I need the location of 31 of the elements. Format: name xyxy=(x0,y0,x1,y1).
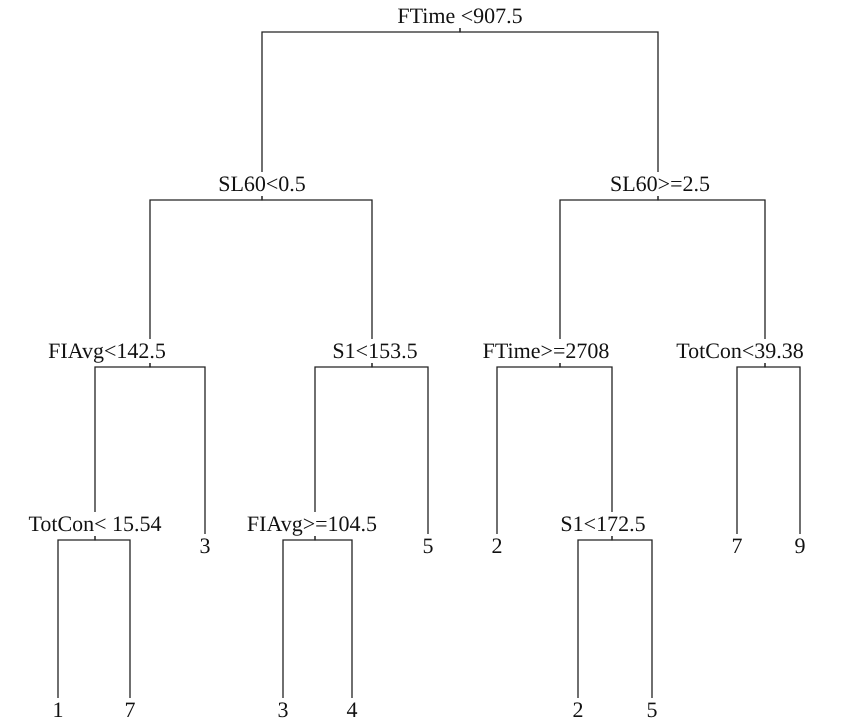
leaf-label: 9 xyxy=(794,534,806,558)
tree-branch xyxy=(764,363,801,534)
tree-branch xyxy=(149,363,206,534)
split-label: S1<153.5 xyxy=(332,339,418,363)
leaf-label: 2 xyxy=(572,698,584,722)
leaf-label: 7 xyxy=(732,534,742,558)
split-label: FTime <907.5 xyxy=(397,4,523,28)
leaf-label: 3 xyxy=(200,534,210,558)
leaf-label: 5 xyxy=(422,534,434,558)
leaf-label: 4 xyxy=(346,698,358,722)
split-label: FTime>=2708 xyxy=(482,339,610,363)
split-label: FIAvg<142.5 xyxy=(48,339,166,363)
leaf-label: 2 xyxy=(492,534,502,558)
split-label: TotCon<39.38 xyxy=(676,339,804,363)
split-label: TotCon< 15.54 xyxy=(28,512,162,536)
split-label: FIAvg>=104.5 xyxy=(246,512,378,536)
tree-branch xyxy=(314,536,353,698)
leaf-label: 5 xyxy=(646,698,658,722)
tree-branch xyxy=(261,196,373,339)
leaf-label: 1 xyxy=(52,698,64,722)
split-label: S1<172.5 xyxy=(560,512,646,536)
tree-branch xyxy=(371,363,429,534)
leaf-label: 7 xyxy=(124,698,136,722)
tree-branch xyxy=(459,28,659,172)
tree-branch xyxy=(657,196,766,339)
tree-branch xyxy=(94,536,131,698)
tree-branch xyxy=(559,363,613,512)
split-label: SL60>=2.5 xyxy=(610,172,710,196)
leaf-label: 3 xyxy=(278,698,288,722)
split-label: SL60<0.5 xyxy=(218,172,306,196)
tree-branch xyxy=(611,536,653,698)
